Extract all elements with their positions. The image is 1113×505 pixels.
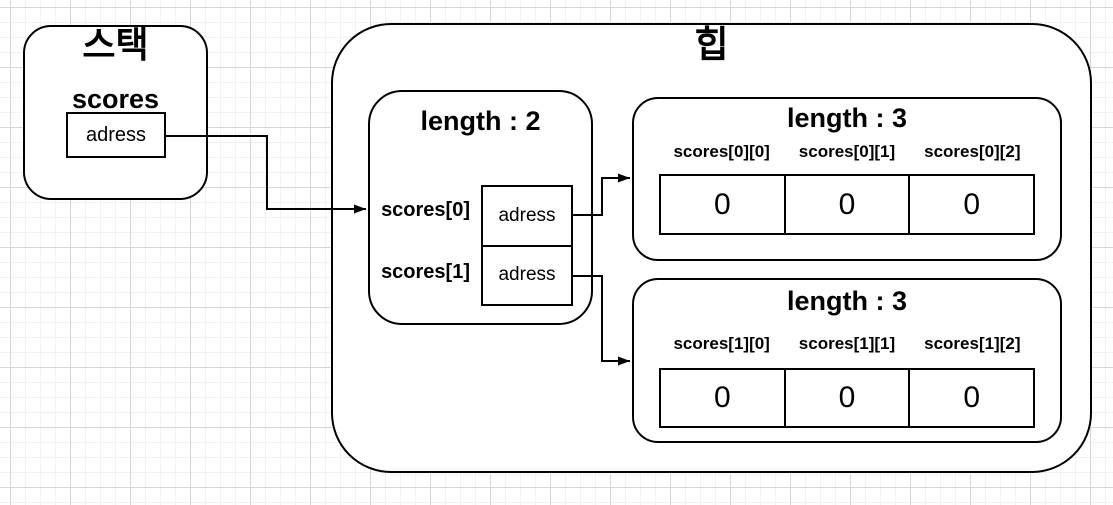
cell-label: scores[0][2] (924, 142, 1021, 161)
cell-label: scores[0][0] (673, 142, 770, 161)
heap-title: 힙 (694, 24, 729, 65)
pointer-row-0-address-cell: adress (498, 204, 556, 226)
array-cell: 0 (713, 381, 731, 414)
pointer-row-1-address-cell: adress (483, 244, 571, 305)
array-cell: 0 (908, 176, 1033, 233)
pointer-address-table: adress adress (481, 185, 573, 306)
row-array-0-cells: 0 0 0 (659, 174, 1035, 235)
row-array-1-column-labels: scores[1][0] scores[1][1] scores[1][2] (659, 334, 1035, 353)
cell-label: scores[1][1] (798, 334, 896, 353)
array-cell: 0 (713, 187, 731, 221)
cell-label: scores[1][2] (924, 334, 1021, 353)
row-array-1-cells: 0 0 0 (659, 368, 1035, 428)
pointer-row-1-label: scores[1] (381, 261, 470, 283)
array-cell: 0 (783, 370, 909, 426)
pointer-block-title: length : 2 (420, 106, 541, 136)
pointer-row-0-label: scores[0] (381, 199, 470, 221)
stack-address-cell: adress (66, 112, 166, 158)
array-cell: 0 (908, 370, 1033, 426)
cell-label: scores[0][1] (798, 142, 896, 161)
stack-variable-label: scores (71, 84, 160, 114)
row-array-0-title: length : 3 (787, 103, 907, 133)
row-array-0-column-labels: scores[0][0] scores[0][1] scores[0][2] (659, 142, 1035, 161)
stack-title: 스택 (82, 24, 149, 65)
row-array-1-title: length : 3 (787, 286, 907, 316)
array-cell: 0 (783, 176, 909, 233)
cell-label: scores[1][0] (673, 334, 770, 353)
